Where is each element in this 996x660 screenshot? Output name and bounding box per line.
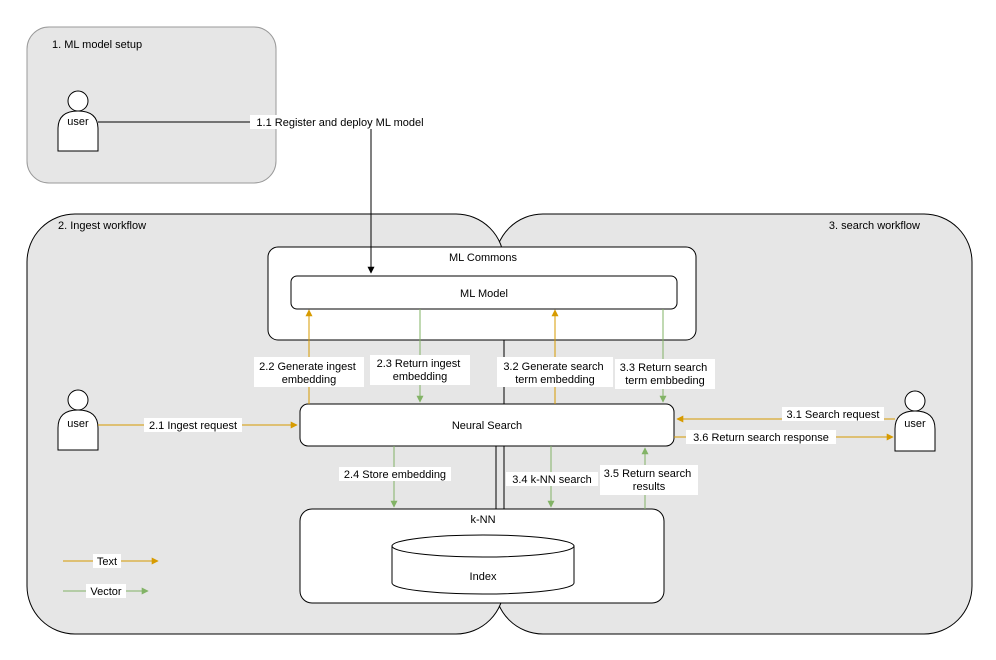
- ingest-user-label: user: [67, 418, 89, 430]
- step-3-3-line-1: 3.3 Return search: [620, 362, 707, 374]
- setup-user-label: user: [67, 116, 89, 128]
- legend-text-label: Text: [97, 556, 117, 568]
- step-2-4-label: 2.4 Store embedding: [344, 469, 446, 481]
- legend-vector-label: Vector: [90, 586, 122, 598]
- step-1-1-label: 1.1 Register and deploy ML model: [256, 117, 423, 129]
- step-2-2-line-2: embedding: [282, 374, 336, 386]
- search-user-label: user: [904, 418, 926, 430]
- index-label: Index: [470, 571, 497, 583]
- search-user-icon: [894, 390, 936, 452]
- setup-user-icon: [57, 90, 99, 152]
- step-2-2-line-1: 2.2 Generate ingest: [259, 361, 356, 373]
- step-3-3-label: 3.3 Return search term embbeding: [620, 362, 711, 387]
- step-3-3-line-2: term embbeding: [625, 375, 705, 387]
- step-2-1-label: 2.1 Ingest request: [149, 420, 237, 432]
- step-3-4-label: 3.4 k-NN search: [512, 474, 591, 486]
- knn-title: k-NN: [470, 514, 495, 526]
- step-3-1-label: 3.1 Search request: [787, 409, 880, 421]
- step-3-6-label: 3.6 Return search response: [693, 432, 829, 444]
- step-3-5-line-1: 3.5 Return search: [604, 468, 691, 480]
- ml-commons-title: ML Commons: [449, 252, 518, 264]
- step-3-2-label: 3.2 Generate search term embedding: [503, 361, 606, 386]
- step-2-3-line-1: 2.3 Return ingest: [377, 358, 461, 370]
- step-3-2-line-2: term embedding: [515, 374, 595, 386]
- neural-search-label: Neural Search: [452, 420, 522, 432]
- step-2-3-label: 2.3 Return ingest embedding: [377, 358, 464, 383]
- step-3-5-label: 3.5 Return search results: [604, 468, 695, 493]
- setup-panel-title: 1. ML model setup: [52, 39, 142, 51]
- step-2-2-label: 2.2 Generate ingest embedding: [259, 361, 359, 386]
- neural-search-box: [299, 403, 675, 447]
- ml-model-label: ML Model: [460, 288, 508, 300]
- ml-model-box: [290, 275, 678, 310]
- step-3-5-line-2: results: [633, 481, 666, 493]
- step-3-2-line-1: 3.2 Generate search: [503, 361, 603, 373]
- step-2-3-line-2: embedding: [393, 371, 447, 383]
- ingest-user-icon: [57, 389, 99, 451]
- index-cylinder-icon: [391, 534, 575, 595]
- search-panel-title: 3. search workflow: [829, 220, 920, 232]
- ingest-panel-title: 2. Ingest workflow: [58, 220, 146, 232]
